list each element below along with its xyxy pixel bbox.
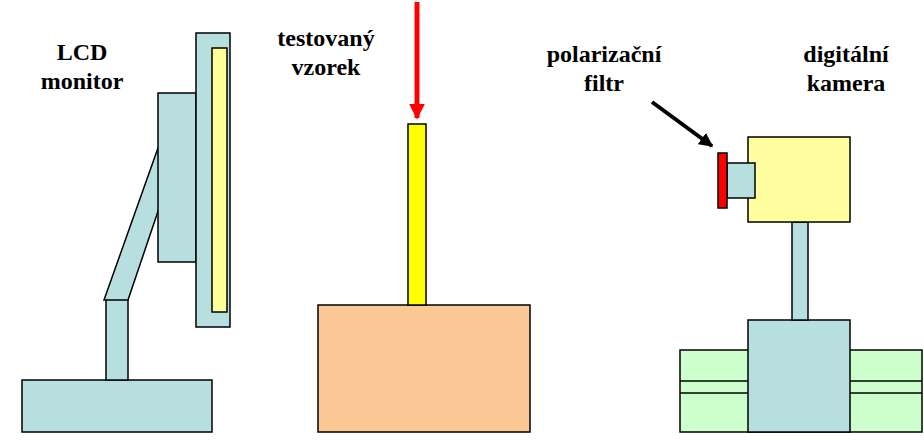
camera-base: [748, 320, 850, 432]
camera-body: [748, 137, 850, 222]
monitor-body: [196, 33, 230, 327]
leader-arrow: [652, 102, 712, 146]
sample-holder: [318, 305, 530, 432]
part-label: digitální kamera: [776, 40, 916, 98]
part-label: polarizační filtr: [529, 40, 679, 98]
part-label: testovaný vzorek: [251, 24, 401, 82]
camera-lens: [727, 163, 755, 198]
monitor-base: [22, 380, 212, 432]
camera-post: [792, 222, 808, 320]
monitor-mount: [158, 93, 196, 262]
polarizing-filter: [718, 153, 727, 208]
test-sample: [408, 124, 426, 305]
load-arrow: [415, 2, 420, 118]
part-label: LCD monitor: [22, 38, 142, 96]
monitor-stand: [106, 298, 128, 380]
monitor-screen: [212, 48, 227, 312]
